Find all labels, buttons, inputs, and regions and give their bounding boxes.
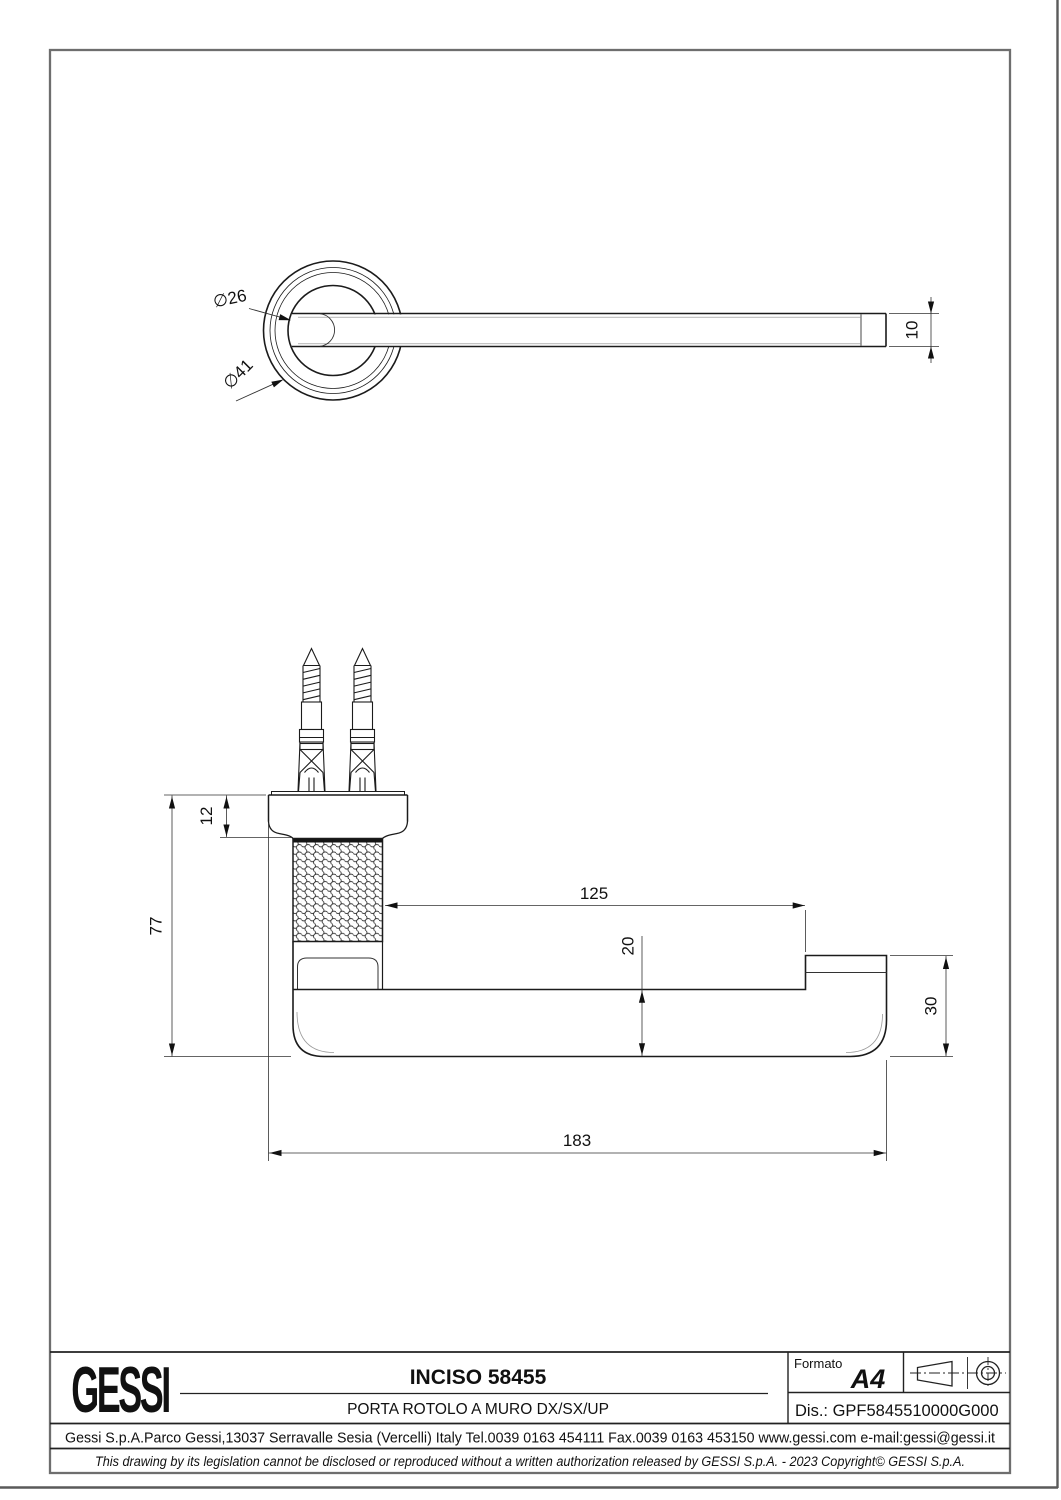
- arm-outline: [292, 941, 888, 1058]
- drawing-title: INCISO 58455: [410, 1366, 547, 1389]
- top-view: ∅26 ∅41 10: [211, 260, 939, 402]
- knurled-post: [292, 837, 384, 943]
- dimension-30: 30: [890, 955, 953, 1057]
- dim-label-dia41: ∅41: [219, 355, 256, 392]
- dimension-12: 12: [197, 795, 291, 838]
- bar-inner-lines: [298, 316, 861, 345]
- side-view: 12 77 125 20 30: [147, 647, 953, 1161]
- drawing-subtitle: PORTA ROTOLO A MURO DX/SX/UP: [347, 1401, 609, 1418]
- formato-label: Formato: [794, 1356, 842, 1371]
- dim-label-77: 77: [147, 917, 166, 936]
- company-address: Gessi S.p.A.Parco Gessi,13037 Serravalle…: [65, 1431, 995, 1447]
- screw-right: [348, 647, 377, 793]
- dimension-20: 20: [619, 936, 646, 1056]
- projection-symbol: [910, 1357, 1006, 1389]
- dim-label-10: 10: [903, 321, 922, 340]
- dim-label-125: 125: [580, 884, 608, 903]
- dimension-dia-26: ∅26: [211, 286, 292, 324]
- legal-notice: This drawing by its legislation cannot b…: [95, 1454, 965, 1469]
- bar-rounded-end-arc: [319, 313, 335, 347]
- bar-outline: [291, 312, 887, 348]
- dimension-dia-41: ∅41: [219, 355, 285, 402]
- screw-left: [297, 647, 326, 793]
- projection-cone-icon: [916, 1360, 953, 1387]
- dimension-10: 10: [889, 297, 939, 363]
- formato-value: A4: [850, 1364, 886, 1394]
- bar-body-mask: [291, 314, 886, 347]
- dim-label-183: 183: [563, 1131, 591, 1150]
- sheet-border: [48, 48, 1012, 1475]
- post-cover-profile: [297, 957, 379, 990]
- drawing-number: Dis.: GPF5845510000G000: [795, 1402, 999, 1420]
- dimension-183: 183: [268, 824, 887, 1161]
- dim-label-20: 20: [619, 937, 638, 956]
- title-block: GESSI INCISO 58455 PORTA ROTOLO A MURO D…: [50, 1351, 1010, 1469]
- dim-label-12: 12: [197, 807, 216, 826]
- dimension-77: 77: [147, 794, 291, 1057]
- arm-left-inner-arc: [296, 1011, 335, 1053]
- gessi-logo: GESSI: [71, 1354, 169, 1427]
- arm-right-inner-arc: [845, 1013, 883, 1053]
- dim-label-30: 30: [922, 997, 941, 1016]
- wall-plate: [267, 791, 409, 839]
- dimension-125: 125: [385, 884, 806, 952]
- dim-label-dia26: ∅26: [211, 286, 248, 312]
